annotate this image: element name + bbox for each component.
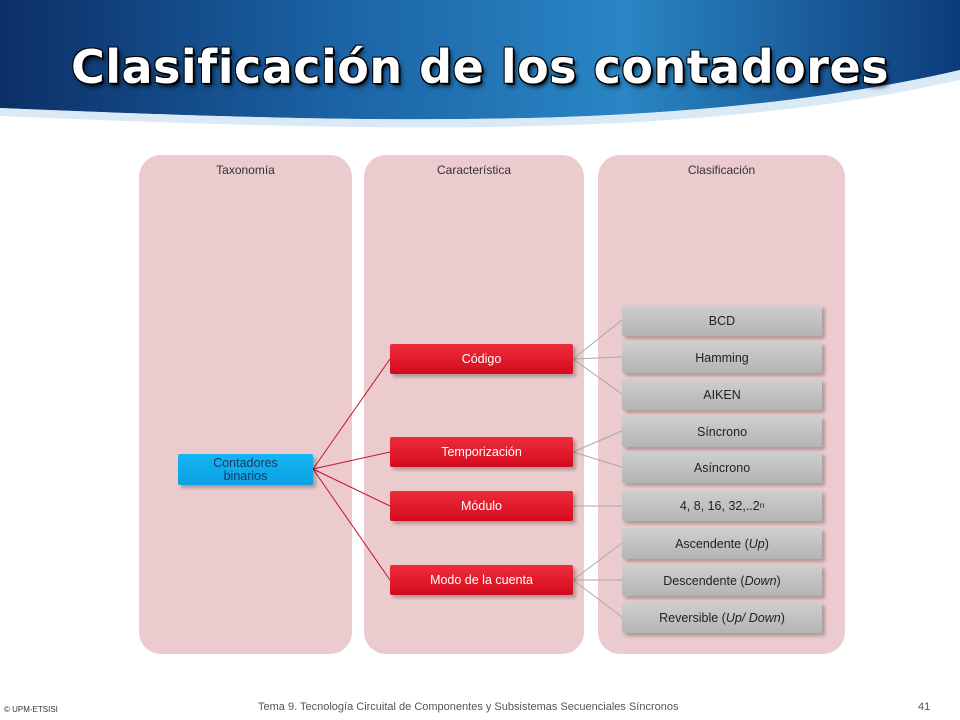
node-hamming: Hamming xyxy=(622,342,822,373)
connector-root-modo xyxy=(312,468,391,581)
node-reversible-em: Up/ Down xyxy=(725,610,781,625)
page-title: Clasificación de los contadores xyxy=(70,40,890,94)
connector-temporizacion-sincrono xyxy=(572,430,623,453)
node-modo-cuenta: Modo de la cuenta xyxy=(390,565,573,595)
connector-codigo-aiken xyxy=(572,358,623,395)
connector-temporizacion-asincrono xyxy=(572,451,623,468)
node-descendente-pre: Descendente ( xyxy=(663,573,745,588)
node-reversible-pre: Reversible ( xyxy=(659,610,726,625)
node-reversible: Reversible (Up/ Down) xyxy=(622,602,822,633)
node-contadores-binarios: Contadores binarios xyxy=(178,454,313,485)
node-aiken: AIKEN xyxy=(622,379,822,410)
node-contadores-binarios-line2: binarios xyxy=(223,468,268,483)
node-contadores-binarios-line1: Contadores xyxy=(213,455,278,470)
column-taxonomia: Taxonomía xyxy=(139,155,352,654)
node-modulo-value-text: 4, 8, 16, 32,..2 xyxy=(679,498,760,513)
column-header-caracteristica: Característica xyxy=(436,163,512,177)
node-asincrono: Asíncrono xyxy=(622,452,822,483)
node-ascendente-pre: Ascendente ( xyxy=(675,536,749,551)
node-reversible-post: ) xyxy=(780,610,785,625)
connector-root-modulo xyxy=(312,468,391,507)
node-descendente: Descendente (Down) xyxy=(622,565,822,596)
connector-modo-ascendente xyxy=(572,542,623,581)
connector-modo-reversible xyxy=(572,579,623,618)
node-ascendente: Ascendente (Up) xyxy=(622,528,822,559)
node-bcd: BCD xyxy=(622,305,822,336)
footer-course-title: Tema 9. Tecnología Circuital de Componen… xyxy=(258,701,679,713)
node-ascendente-em: Up xyxy=(748,536,765,551)
column-header-taxonomia: Taxonomía xyxy=(216,163,275,177)
node-codigo: Código xyxy=(390,344,573,374)
footer-page-number: 41 xyxy=(918,701,931,713)
footer-copyright: © UPM-ETSISI xyxy=(4,705,58,714)
node-sincrono: Síncrono xyxy=(622,416,822,447)
header-banner: Clasificación de los contadores xyxy=(0,0,960,135)
header-background xyxy=(0,0,960,135)
connector-codigo-hamming xyxy=(572,356,623,360)
node-descendente-em: Down xyxy=(744,573,777,588)
node-temporizacion: Temporización xyxy=(390,437,573,467)
connector-root-codigo xyxy=(312,358,391,470)
node-descendente-post: ) xyxy=(776,573,781,588)
node-modulo: Módulo xyxy=(390,491,573,521)
connector-codigo-bcd xyxy=(572,319,623,360)
connector-root-temporizacion xyxy=(312,451,391,470)
column-header-clasificacion: Clasificación xyxy=(687,163,756,177)
node-ascendente-post: ) xyxy=(764,536,769,551)
node-modulo-value-sup: n xyxy=(759,501,765,510)
